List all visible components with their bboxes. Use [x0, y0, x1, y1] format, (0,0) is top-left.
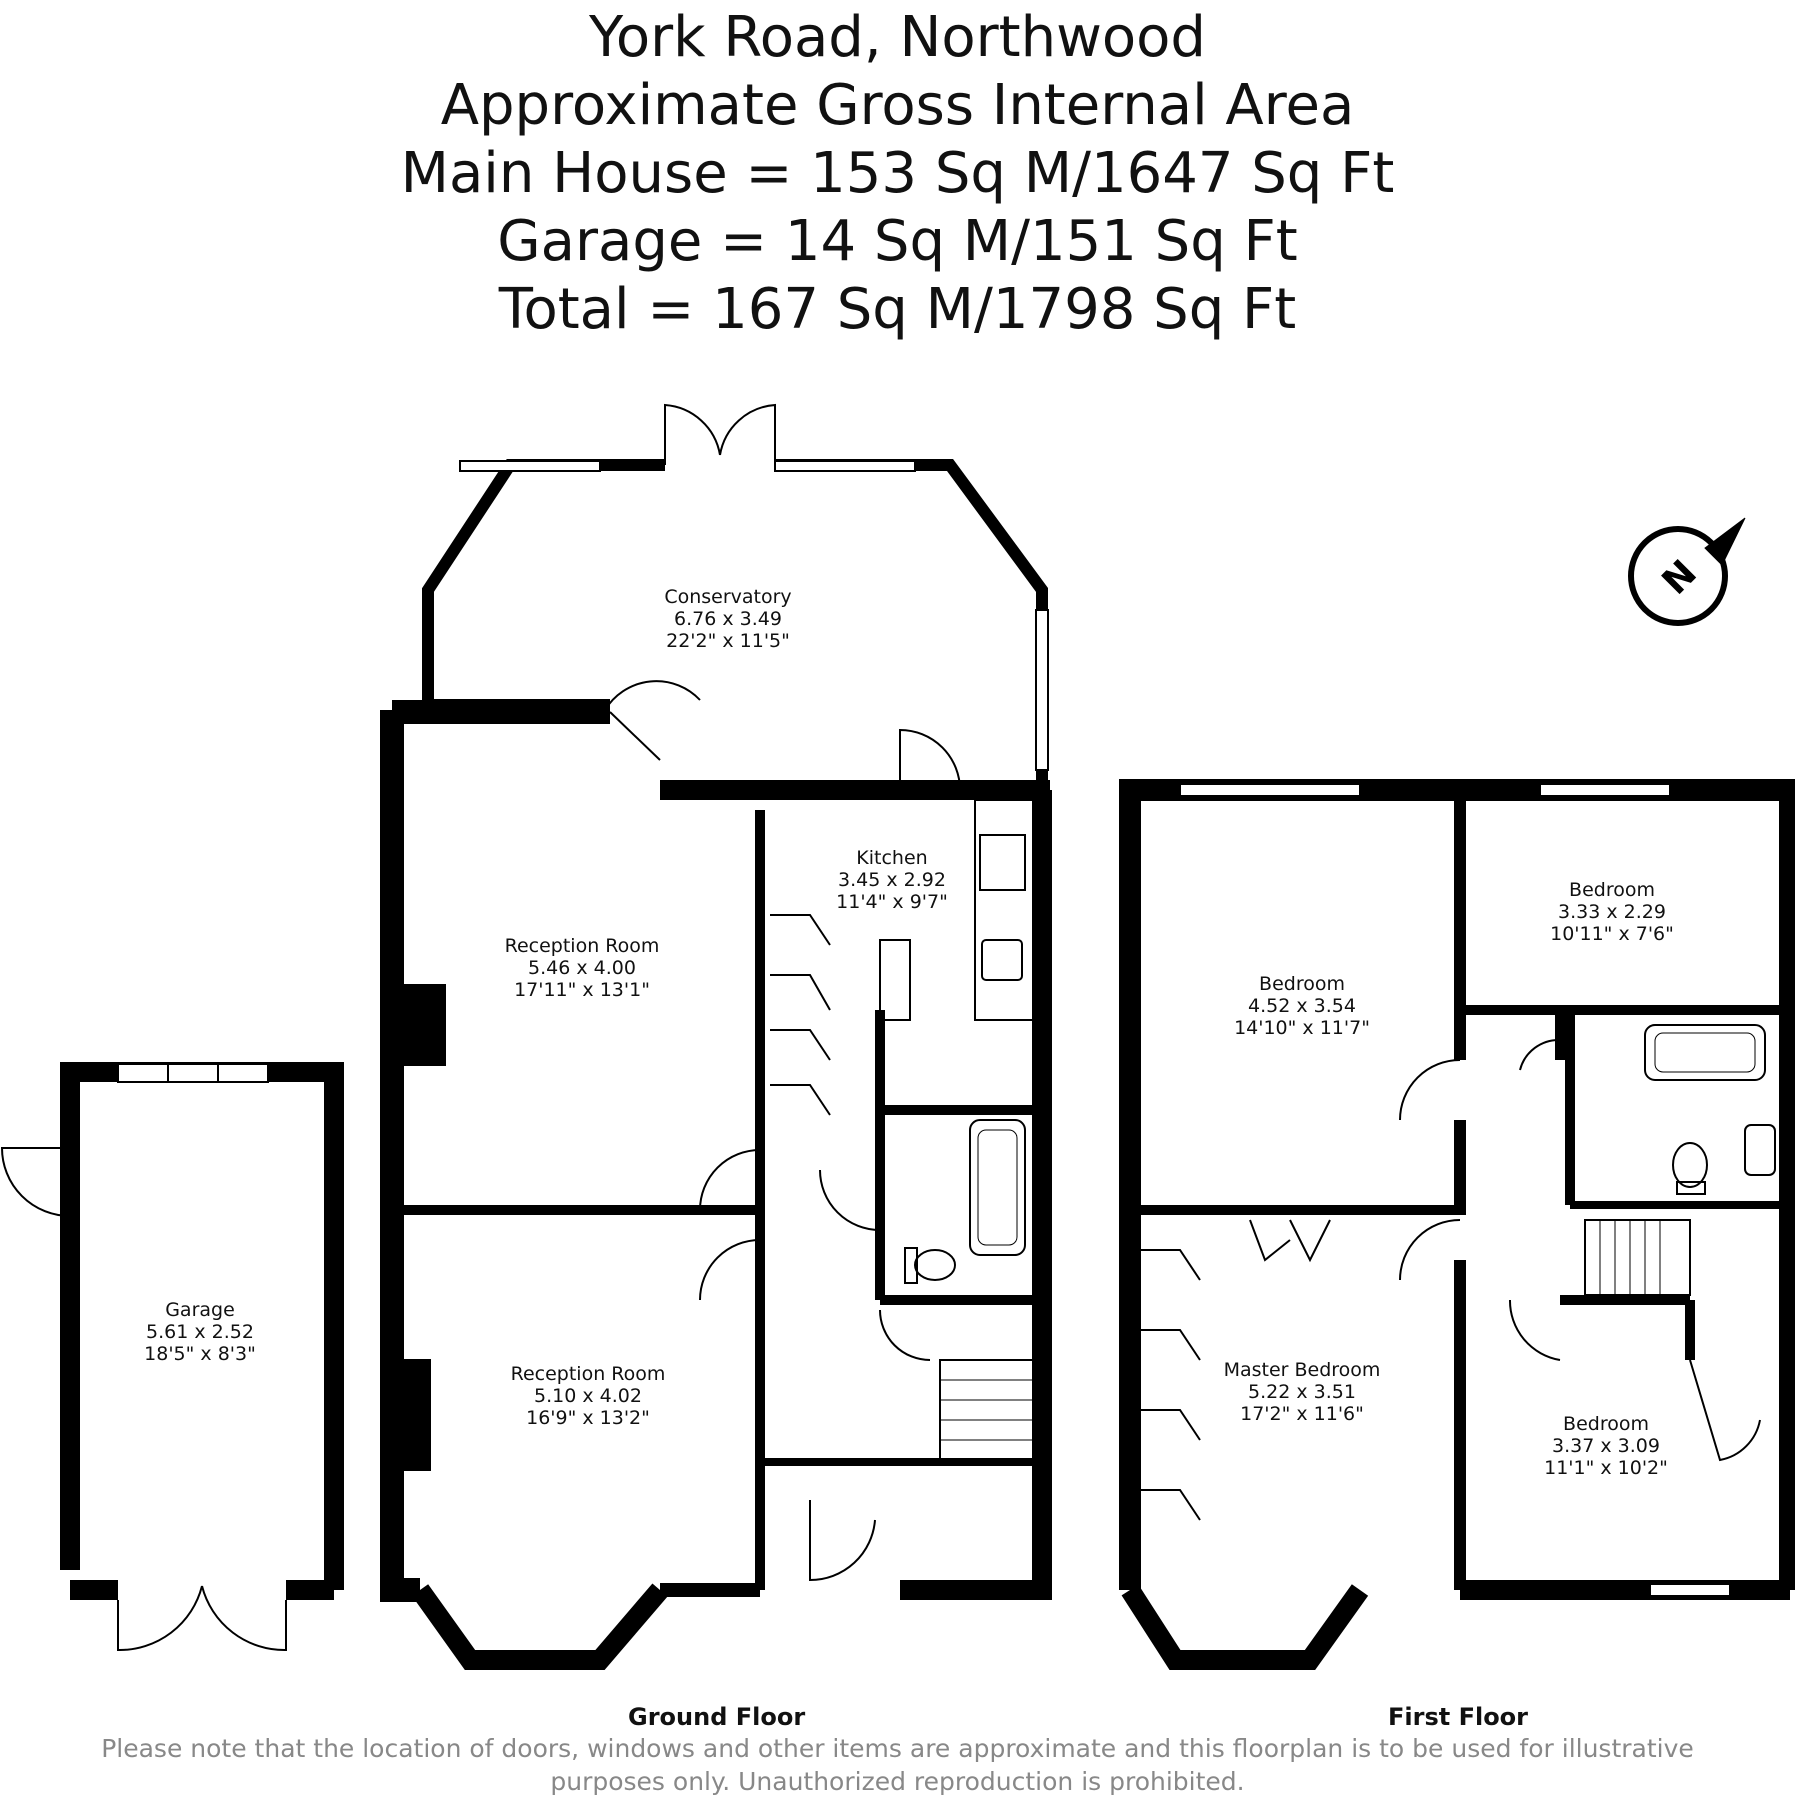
svg-text:22'2" x 11'5": 22'2" x 11'5"	[666, 630, 790, 652]
room-label-reception-room-front: Reception Room 5.10 x 4.02 16'9" x 13'2"	[511, 1363, 666, 1429]
svg-text:6.76 x 3.49: 6.76 x 3.49	[674, 608, 782, 630]
svg-text:3.33 x 2.29: 3.33 x 2.29	[1558, 901, 1666, 923]
svg-text:16'9" x 13'2": 16'9" x 13'2"	[526, 1407, 650, 1429]
svg-text:3.37 x 3.09: 3.37 x 3.09	[1552, 1435, 1660, 1457]
svg-text:5.61 x 2.52: 5.61 x 2.52	[146, 1321, 254, 1343]
north-arrow-icon	[1628, 517, 1746, 626]
svg-text:Master Bedroom: Master Bedroom	[1224, 1359, 1381, 1381]
svg-text:17'2" x 11'6": 17'2" x 11'6"	[1240, 1403, 1364, 1425]
svg-text:14'10" x 11'7": 14'10" x 11'7"	[1234, 1017, 1370, 1039]
svg-text:10'11" x 7'6": 10'11" x 7'6"	[1550, 923, 1674, 945]
total-area: Total = 167 Sq M/1798 Sq Ft	[498, 277, 1297, 342]
svg-text:Reception Room: Reception Room	[511, 1363, 666, 1385]
room-label-master-bedroom: Master Bedroom 5.22 x 3.51 17'2" x 11'6"	[1224, 1359, 1381, 1425]
svg-text:4.52 x 3.54: 4.52 x 3.54	[1248, 995, 1356, 1017]
svg-text:11'1" x 10'2": 11'1" x 10'2"	[1544, 1457, 1668, 1479]
svg-text:Bedroom: Bedroom	[1259, 973, 1345, 995]
svg-text:5.22 x 3.51: 5.22 x 3.51	[1248, 1381, 1356, 1403]
room-label-reception-room-rear: Reception Room 5.46 x 4.00 17'11" x 13'1…	[505, 935, 660, 1001]
svg-text:17'11" x 13'1": 17'11" x 13'1"	[514, 979, 650, 1001]
first-floor-walls	[1119, 779, 1795, 1670]
svg-text:Bedroom: Bedroom	[1569, 879, 1655, 901]
plan-title: York Road, Northwood	[589, 5, 1206, 70]
svg-text:18'5" x 8'3": 18'5" x 8'3"	[144, 1343, 256, 1365]
room-label-bedroom-rear-small: Bedroom 3.33 x 2.29 10'11" x 7'6"	[1550, 879, 1674, 945]
main-house-area: Main House = 153 Sq M/1647 Sq Ft	[400, 141, 1395, 206]
first-floor-label: First Floor	[1388, 1703, 1529, 1731]
room-label-bedroom-front: Bedroom 3.37 x 3.09 11'1" x 10'2"	[1544, 1413, 1668, 1479]
svg-text:Bedroom: Bedroom	[1563, 1413, 1649, 1435]
svg-text:11'4" x 9'7": 11'4" x 9'7"	[836, 891, 948, 913]
plan-subtitle: Approximate Gross Internal Area	[440, 73, 1355, 138]
svg-text:Conservatory: Conservatory	[664, 586, 791, 608]
garage-area: Garage = 14 Sq M/151 Sq Ft	[497, 209, 1298, 274]
svg-text:Reception Room: Reception Room	[505, 935, 660, 957]
svg-text:3.45 x 2.92: 3.45 x 2.92	[838, 869, 946, 891]
ground-floor-label: Ground Floor	[628, 1703, 806, 1731]
room-label-kitchen: Kitchen 3.45 x 2.92 11'4" x 9'7"	[836, 847, 948, 913]
room-label-conservatory: Conservatory 6.76 x 3.49 22'2" x 11'5"	[664, 586, 791, 652]
svg-text:Kitchen: Kitchen	[856, 847, 927, 869]
room-label-garage: Garage 5.61 x 2.52 18'5" x 8'3"	[144, 1299, 256, 1365]
garage-walls	[0, 1062, 344, 1652]
room-label-bedroom-rear-large: Bedroom 4.52 x 3.54 14'10" x 11'7"	[1234, 973, 1370, 1039]
svg-text:5.10 x 4.02: 5.10 x 4.02	[534, 1385, 642, 1407]
disclaimer-text: Please note that the location of doors, …	[101, 1734, 1694, 1796]
compass-letter: N	[1655, 553, 1705, 603]
svg-text:5.46 x 4.00: 5.46 x 4.00	[528, 957, 636, 979]
ground-floor-walls	[380, 403, 1052, 1670]
svg-text:Garage: Garage	[165, 1299, 235, 1321]
